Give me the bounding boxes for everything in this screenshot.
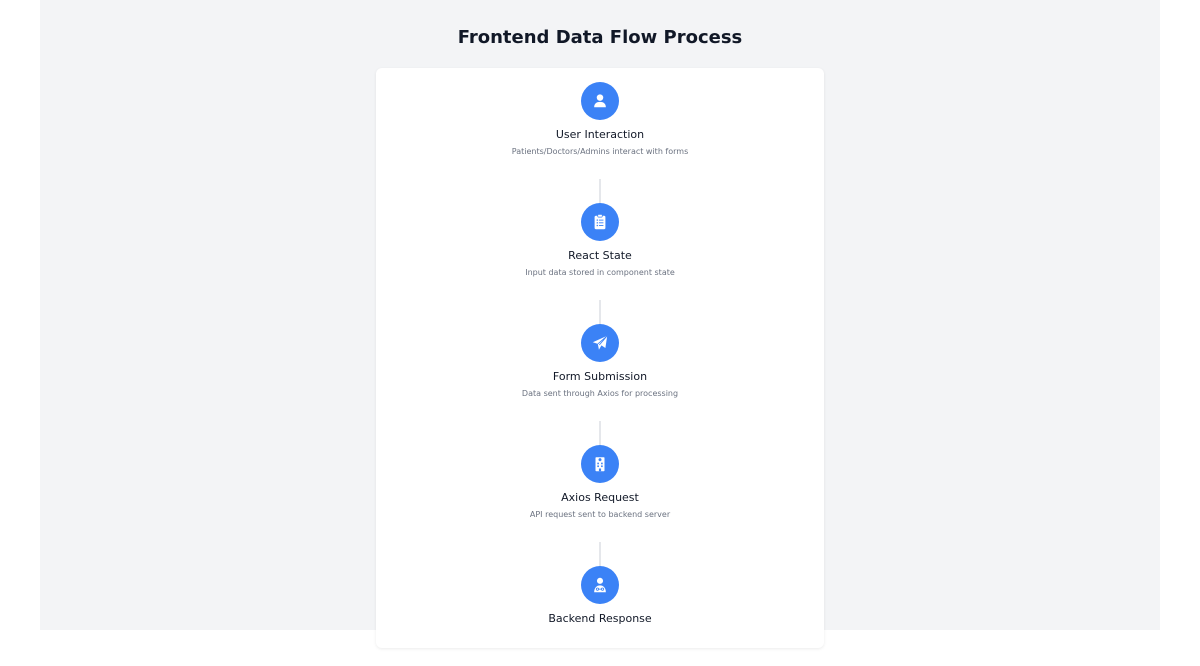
flow-step-axios-request: Axios Request API request sent to backen…: [376, 445, 824, 570]
step-label: Form Submission: [552, 370, 648, 383]
flow-step-user-interaction: User Interaction Patients/Doctors/Admins…: [376, 82, 824, 207]
flow-connector: [599, 300, 601, 328]
step-description: Input data stored in component state: [525, 268, 675, 277]
page-title: Frontend Data Flow Process: [457, 27, 743, 48]
clipboard-list-icon: [581, 203, 619, 241]
step-label: React State: [568, 249, 632, 262]
flow-connector: [599, 179, 601, 207]
step-label: Axios Request: [561, 491, 639, 504]
step-label: User Interaction: [555, 128, 645, 141]
flow-connector: [599, 421, 601, 449]
step-description: API request sent to backend server: [529, 510, 671, 519]
step-label: Backend Response: [548, 612, 652, 625]
flow-step-form-submission: Form Submission Data sent through Axios …: [376, 324, 824, 449]
user-icon: [581, 82, 619, 120]
step-description: Patients/Doctors/Admins interact with fo…: [511, 147, 689, 156]
user-doctor-icon: [581, 566, 619, 604]
page-background: Frontend Data Flow Process User Interact…: [40, 0, 1160, 648]
paper-plane-icon: [581, 324, 619, 362]
flow-step-backend-response: Backend Response: [376, 566, 824, 666]
flow-card: User Interaction Patients/Doctors/Admins…: [376, 68, 824, 648]
flow-step-react-state: React State Input data stored in compone…: [376, 203, 824, 328]
step-description: Data sent through Axios for processing: [521, 389, 679, 398]
building-icon: [581, 445, 619, 483]
flow-connector: [599, 542, 601, 570]
